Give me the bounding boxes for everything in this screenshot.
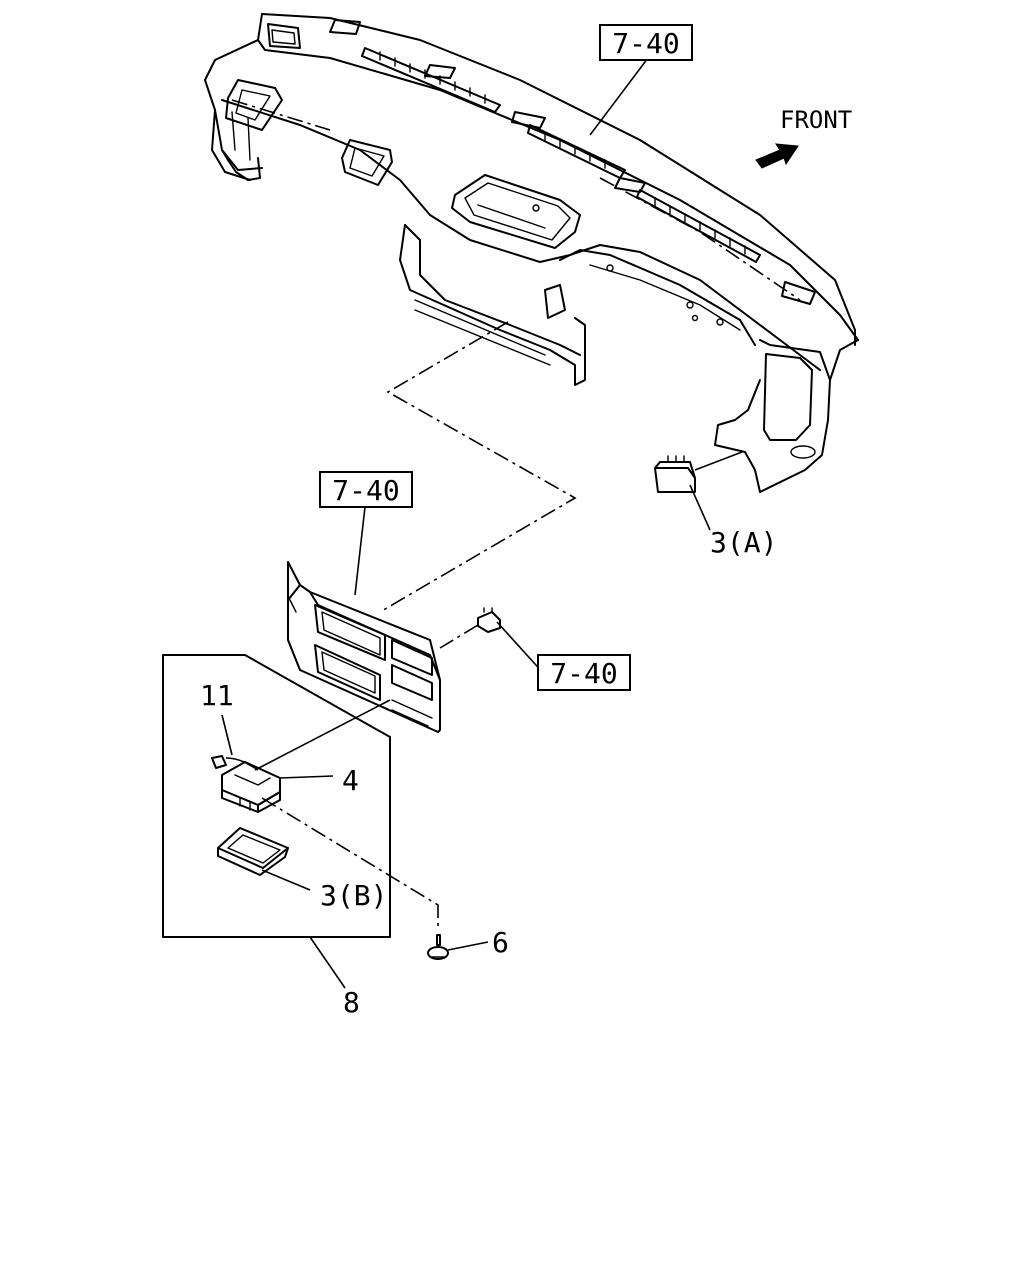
ref-box-right-label: 7-40 [550, 657, 617, 690]
front-arrow-icon [755, 143, 799, 169]
leader-ref-top [589, 57, 649, 136]
clip-connector-part [439, 607, 546, 676]
connector-11-part [211, 714, 259, 771]
tray-3b-part [217, 827, 311, 891]
switch-3a-part [654, 451, 743, 493]
ref-box-middle-label: 7-40 [332, 474, 399, 507]
callout-3a: 3(A) [710, 526, 777, 559]
callout-11: 11 [200, 679, 234, 712]
front-label: FRONT [780, 106, 852, 134]
screw-6-part [427, 934, 489, 960]
ref-box-top-label: 7-40 [612, 27, 679, 60]
leader-3a [689, 484, 711, 531]
front-indicator: FRONT [755, 106, 852, 169]
leader-8 [309, 936, 346, 989]
ref-box-middle[interactable]: 7-40 [319, 471, 413, 508]
ref-box-top[interactable]: 7-40 [599, 24, 693, 61]
socket-4-part [221, 699, 391, 813]
kit-box-8 [162, 654, 391, 938]
callout-4: 4 [342, 764, 359, 797]
center-cluster-panel [287, 561, 441, 733]
callout-6: 6 [492, 926, 509, 959]
ref-box-right[interactable]: 7-40 [537, 654, 631, 691]
callout-3b: 3(B) [320, 879, 387, 912]
leader-ref-middle [354, 506, 366, 596]
instrument-panel [204, 13, 859, 493]
connection-line-main [379, 321, 577, 613]
connection-line-screw [261, 797, 439, 930]
callout-8: 8 [343, 986, 360, 1019]
